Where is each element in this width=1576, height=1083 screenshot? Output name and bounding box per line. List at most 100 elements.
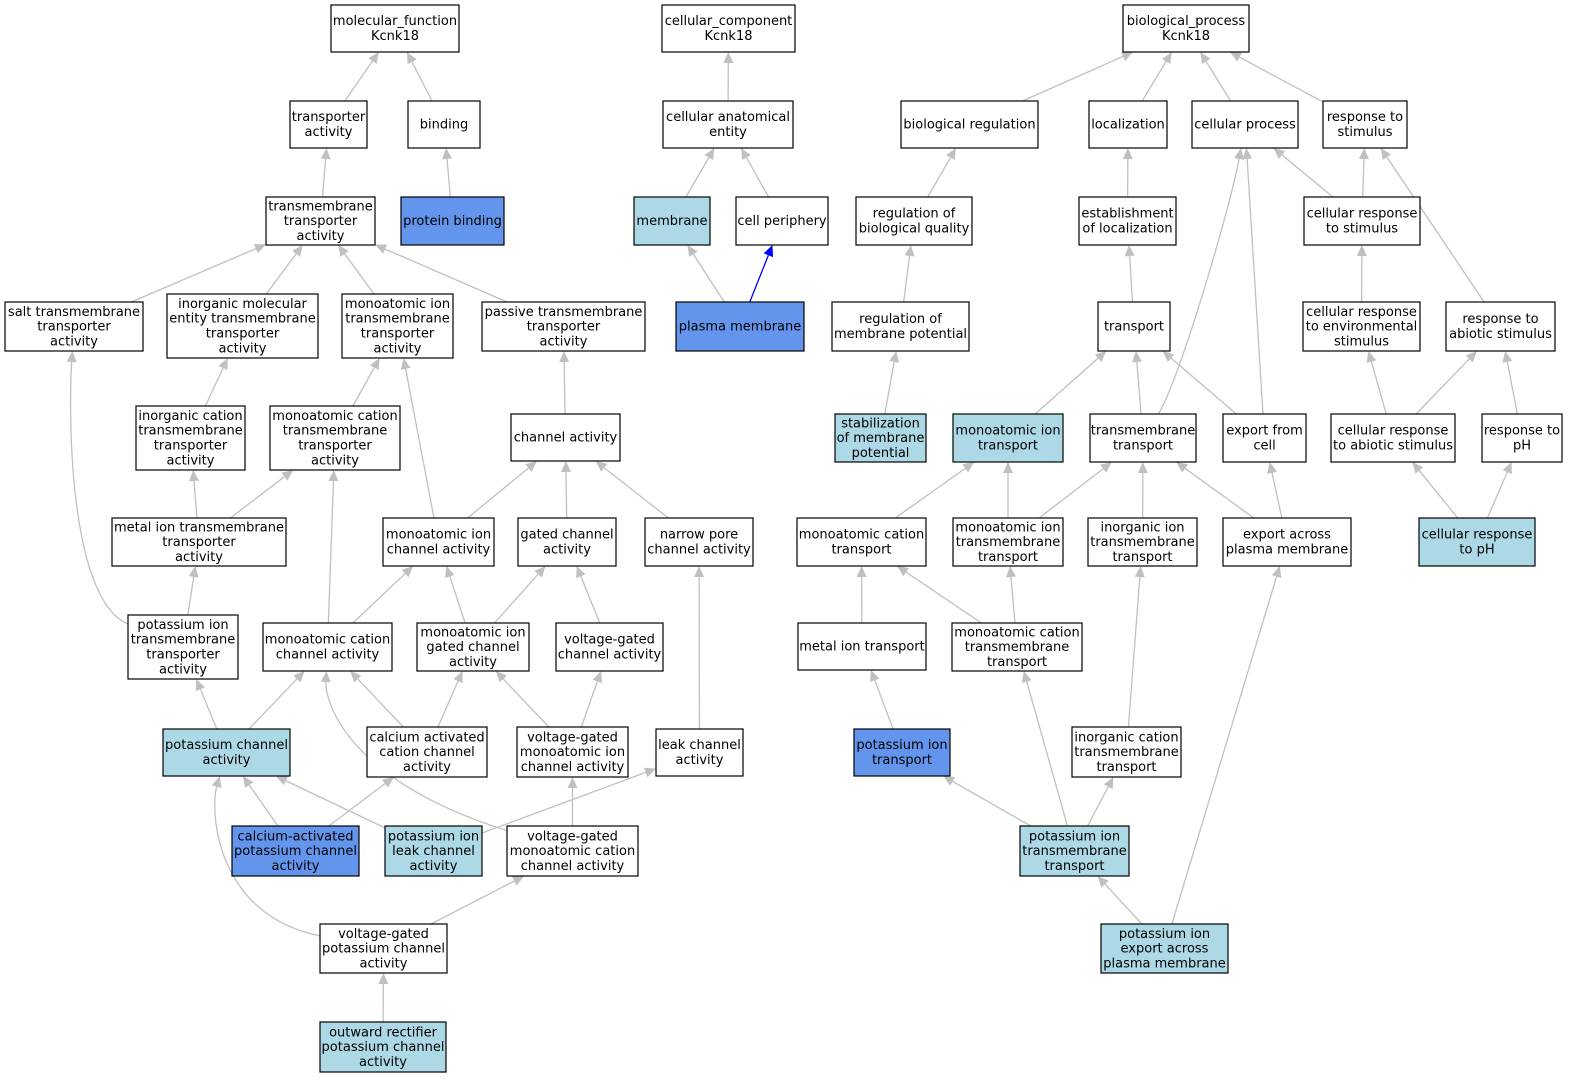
node-monocatt[interactable]: monoatomic cationtransmembranetransporte… bbox=[269, 405, 401, 471]
node-label-line: monoatomic ion bbox=[420, 625, 525, 640]
node-box bbox=[555, 622, 664, 672]
node-label-line: to stimulus bbox=[1326, 222, 1398, 237]
edge-kiontr-to-metalontr bbox=[874, 680, 894, 730]
node-metaliont[interactable]: metal ion transmembranetransporteractivi… bbox=[111, 517, 287, 567]
node-transport[interactable]: transport bbox=[1097, 301, 1171, 352]
node-bioreg[interactable]: biological regulation bbox=[900, 100, 1039, 149]
edge-monoiongated-to-monoionch bbox=[449, 576, 466, 624]
edge-caactk-to-kch bbox=[248, 784, 279, 827]
node-box bbox=[662, 100, 794, 149]
node-label-line: cellular response bbox=[1338, 424, 1449, 439]
arrowhead-regmempot-to-regbioqual bbox=[904, 245, 915, 257]
arrowhead-monoionch-to-channel bbox=[525, 461, 537, 472]
arrowhead-tmtransporter-to-transporter bbox=[320, 148, 331, 160]
node-box bbox=[1019, 825, 1130, 877]
node-metalontr[interactable]: metal ion transport bbox=[797, 622, 927, 671]
node-label-line: transmembrane bbox=[965, 640, 1070, 655]
edge-regbioqual-to-bioreg bbox=[927, 157, 952, 198]
node-box bbox=[1088, 100, 1168, 149]
node-box bbox=[1222, 413, 1307, 463]
node-label-line: response to bbox=[1327, 110, 1403, 125]
arrowhead-monoiongated-to-gated bbox=[534, 566, 546, 578]
node-periphery[interactable]: cell periphery bbox=[735, 196, 829, 246]
node-box bbox=[831, 301, 970, 352]
node-localization[interactable]: localization bbox=[1088, 100, 1168, 149]
node-plasmamem[interactable]: plasma membrane bbox=[675, 301, 805, 352]
node-label-line: activity bbox=[311, 453, 359, 468]
node-label-line: monoatomic ion bbox=[520, 745, 625, 760]
node-kiontt[interactable]: potassium iontransmembranetransporteract… bbox=[127, 614, 239, 680]
node-proteinbinding[interactable]: protein binding bbox=[400, 196, 505, 246]
node-label-line: channel activity bbox=[514, 431, 618, 446]
node-label-line: calcium activated bbox=[369, 730, 484, 745]
node-label-line: activity bbox=[449, 655, 497, 670]
node-membrane[interactable]: membrane bbox=[633, 196, 711, 246]
node-label-line: transporter bbox=[146, 648, 220, 663]
arrowhead-leak-to-narrow bbox=[694, 566, 705, 578]
node-label-line: potassium channel bbox=[322, 1040, 445, 1055]
node-label-line: Kcnk18 bbox=[371, 29, 419, 44]
node-channel[interactable]: channel activity bbox=[510, 413, 621, 462]
node-label-line: transmembrane bbox=[268, 199, 373, 214]
node-cellproc[interactable]: cellular process bbox=[1191, 100, 1299, 149]
node-box bbox=[1418, 517, 1536, 567]
arrowhead-metalontr-to-monocattr bbox=[856, 566, 867, 578]
edge-exportpm-to-export bbox=[1271, 472, 1283, 519]
node-binding[interactable]: binding bbox=[407, 100, 481, 149]
node-inorgcat[interactable]: inorganic cationtransmembranetransporter… bbox=[135, 405, 246, 471]
node-box bbox=[1089, 413, 1197, 463]
arrowhead-monocatt-to-monoiontt bbox=[369, 358, 380, 371]
arrowhead-kiontt-to-salt bbox=[66, 351, 77, 363]
node-label-line: abiotic stimulus bbox=[1449, 327, 1552, 342]
node-label-line: entity bbox=[709, 125, 747, 140]
node-monoiontt[interactable]: monoatomic iontransmembranetransporterac… bbox=[341, 293, 454, 359]
